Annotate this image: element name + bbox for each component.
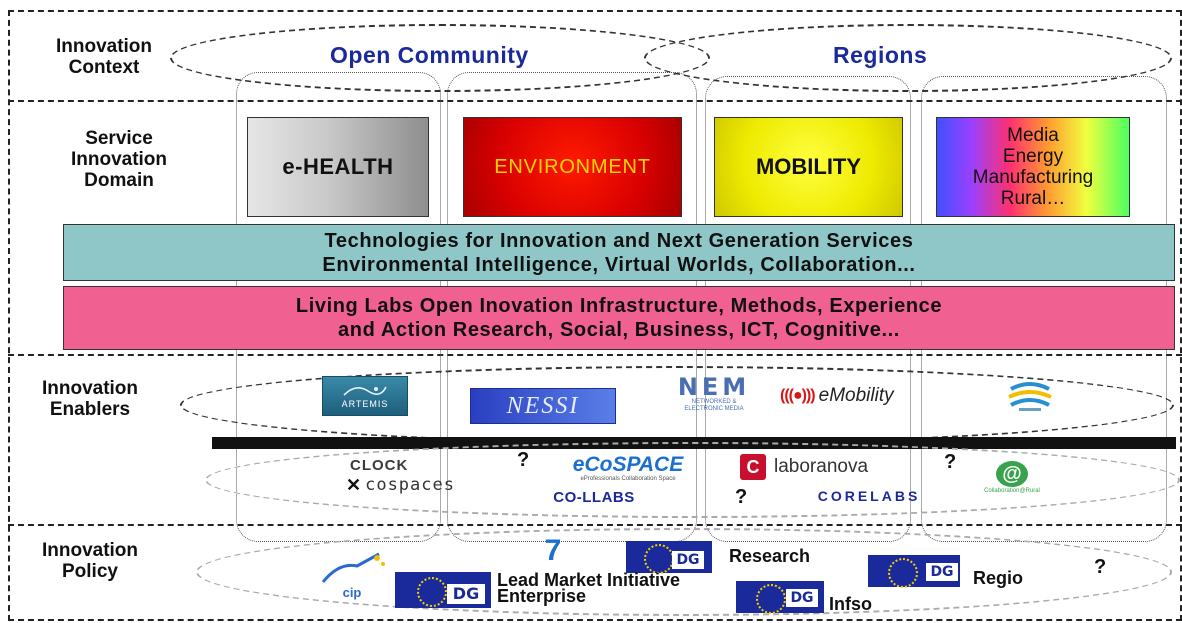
eu-stars-icon (756, 584, 786, 614)
regional-network-icon (1008, 382, 1052, 411)
fp7-seven-icon: 7 (544, 534, 562, 567)
divider-domain (8, 354, 1182, 356)
nessi-label: NESSI (506, 392, 580, 419)
cospaces-x-icon: ✕ (346, 474, 362, 495)
policy-ellipse (196, 528, 1172, 616)
artemis-figure-icon (343, 386, 387, 396)
diagram-frame (8, 10, 1182, 621)
colabs-logo: CO-LLABS (540, 486, 648, 508)
lead-market-initiative-label: Lead Market Initiative (497, 570, 681, 590)
technologies-band: Technologies for Innovation and Next Gen… (63, 224, 1175, 281)
cospaces-logo: ✕ cospaces (346, 474, 496, 496)
emobility-logo: (((●))) eMobility (780, 382, 960, 410)
colabs-label: CO-LLABS (553, 488, 635, 506)
domain-ehealth-label: e-HEALTH (282, 154, 394, 179)
fp7-logo: 7 (520, 534, 586, 568)
row-label-enablers: Innovation Enablers (41, 378, 139, 420)
corelabs-logo: CoreLabs (792, 486, 946, 506)
research-label: Research (729, 546, 811, 566)
regional-network-logo (1000, 380, 1060, 414)
corelabs-label: CoreLabs (817, 488, 921, 504)
ecospace-label: eCoSPACE (572, 452, 684, 476)
domain-other: Media Energy Manufacturing Rural… (936, 117, 1130, 217)
technologies-line-1: Technologies for Innovation and Next Gen… (324, 229, 914, 252)
domain-environment-label: ENVIRONMENT (494, 155, 651, 178)
living-labs-line-2: and Action Research, Social, Business, I… (338, 319, 900, 341)
cip-label: cip (342, 585, 362, 600)
emobility-waves-icon: (((●))) (780, 387, 816, 404)
divider-context (8, 100, 1182, 102)
divider-enablers (8, 524, 1182, 526)
policy-question-mark: ? (1094, 556, 1107, 578)
domain-mobility-label: MOBILITY (755, 154, 862, 179)
clock-logo: CLOCK (350, 454, 440, 476)
living-labs-band: Living Labs Open Inovation Infrastructur… (63, 286, 1175, 350)
collaboration-rural-icon: @ (996, 461, 1028, 487)
laboranova-icon: C (740, 454, 766, 480)
living-labs-line-1: Living Labs Open Inovation Infrastructur… (295, 295, 943, 317)
project-question-mark-2: ? (735, 486, 748, 508)
context-ellipse-regions (644, 24, 1172, 92)
domain-environment: ENVIRONMENT (463, 117, 682, 217)
cip-figure-icon (321, 552, 385, 583)
collaboration-rural-logo: @ Collaboration@Rural (970, 458, 1054, 498)
nem-subtitle: NETWORKED & ELECTRONIC MEDIA (684, 399, 744, 412)
technologies-line-2: Environmental Intelligence, Virtual Worl… (322, 253, 916, 276)
row-label-policy: Innovation Policy (41, 540, 139, 582)
dg-research-badge: DG (672, 551, 704, 569)
row-label-context: Innovation Context (55, 36, 153, 78)
regio-label: Regio (973, 568, 1024, 588)
artemis-logo: ARTEMIS (322, 376, 408, 416)
artemis-label: ARTEMIS (341, 399, 389, 409)
dg-enterprise-badge: DG (447, 584, 485, 604)
eu-dg-infso-flag: DG (736, 581, 824, 614)
domain-mobility: MOBILITY (714, 117, 903, 217)
dg-regio-badge: DG (926, 563, 958, 581)
dg-infso-badge: DG (786, 589, 818, 607)
eu-stars-icon (417, 577, 447, 607)
ecospace-subtitle: eProfessionals Collaboration Space (580, 475, 676, 482)
cospaces-label: cospaces (365, 475, 455, 495)
cip-logo: cip (310, 548, 394, 604)
nem-label: NEM (677, 373, 751, 401)
clock-label: CLOCK (350, 456, 409, 474)
project-question-mark-3: ? (944, 451, 957, 473)
ecospace-logo: eCoSPACE eProfessionals Collaboration Sp… (553, 451, 703, 485)
laboranova-label: laboranova (774, 456, 869, 477)
row-label-domain: Service Innovation Domain (70, 128, 168, 191)
domain-other-label: Media Energy Manufacturing Rural… (972, 125, 1094, 209)
nessi-logo: NESSI (470, 388, 616, 424)
laboranova-logo: C laboranova (740, 452, 910, 482)
projects-ellipse (205, 442, 1180, 518)
nem-logo: NEM NETWORKED & ELECTRONIC MEDIA (662, 373, 766, 412)
eu-dg-research-flag: DG (626, 541, 712, 574)
infso-label: Infso (829, 594, 872, 614)
eu-stars-icon (888, 558, 918, 588)
enterprise-label: Enterprise (497, 586, 587, 606)
collaboration-rural-label: Collaboration@Rural (984, 488, 1040, 494)
regions-label: Regions (833, 42, 928, 68)
domain-ehealth: e-HEALTH (247, 117, 429, 217)
project-question-mark-1: ? (517, 449, 530, 471)
emobility-label: eMobility (818, 385, 894, 406)
eu-dg-enterprise-flag: DG (395, 572, 491, 608)
eu-dg-regio-flag: DG (868, 555, 960, 588)
open-community-label: Open Community (330, 42, 529, 68)
